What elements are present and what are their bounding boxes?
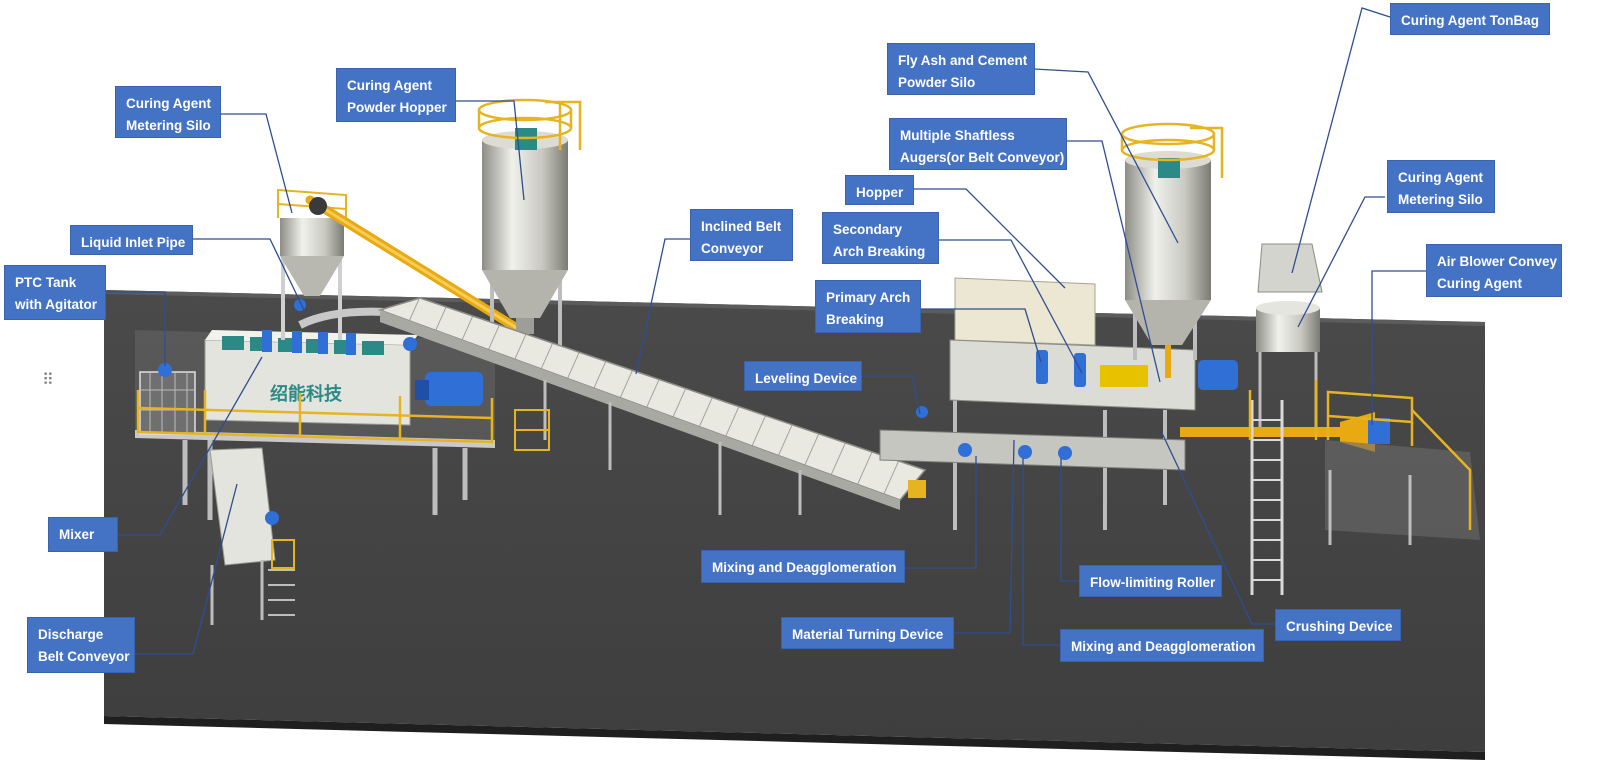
mixer-platform: 绍能科技	[135, 330, 495, 520]
right-stairs-platform	[1248, 380, 1480, 595]
leader-lines	[98, 7, 1427, 655]
drag-handle-icon[interactable]: ⠿	[42, 370, 54, 389]
label-secondary-arch-breaking: Secondary Arch Breaking	[822, 212, 939, 264]
label-air-blower-convey: Air Blower Convey Curing Agent	[1426, 244, 1562, 297]
label-curing-agent-powder-hopper: Curing Agent Powder Hopper	[336, 68, 456, 122]
label-fly-ash-silo: Fly Ash and Cement Powder Silo	[887, 43, 1035, 95]
fly-ash-cement-silo	[1120, 122, 1224, 378]
tonbag-station	[1256, 243, 1323, 430]
label-primary-arch-breaking: Primary Arch Breaking	[815, 280, 921, 333]
label-curing-agent-metering-silo-left: Curing Agent Metering Silo	[115, 86, 221, 138]
label-leveling-device: Leveling Device	[744, 361, 862, 391]
discharge-belt-conveyor	[209, 447, 295, 625]
logo-cn: 绍能科技	[270, 383, 343, 404]
label-ptc-tank: PTC Tank with Agitator	[4, 265, 106, 320]
yellow-screw-conveyor	[305, 195, 525, 335]
label-crushing-device: Crushing Device	[1275, 609, 1401, 641]
main-treatment-unit	[879, 277, 1238, 530]
curing-agent-powder-hopper	[477, 98, 582, 350]
air-convey-pipe	[1180, 412, 1390, 452]
label-flow-limiting-roller: Flow-limiting Roller	[1079, 565, 1222, 597]
label-shaftless-augers: Multiple Shaftless Augers(or Belt Convey…	[889, 118, 1067, 170]
label-mixer: Mixer	[48, 517, 118, 552]
label-discharge-belt-conveyor: Discharge Belt Conveyor	[27, 617, 135, 673]
label-mixing-deagglomeration-1: Mixing and Deagglomeration	[701, 550, 905, 583]
label-material-turning-device: Material Turning Device	[781, 617, 954, 649]
label-curing-agent-metering-silo-right: Curing Agent Metering Silo	[1387, 160, 1495, 213]
access-stairs-mid	[514, 409, 550, 451]
label-hopper: Hopper	[845, 175, 914, 205]
label-liquid-inlet-pipe: Liquid Inlet Pipe	[70, 225, 193, 255]
label-mixing-deagglomeration-2: Mixing and Deagglomeration	[1060, 629, 1264, 662]
label-inclined-belt-conveyor: Inclined Belt Conveyor	[690, 209, 793, 261]
label-curing-agent-tonbag: Curing Agent TonBag	[1390, 3, 1550, 35]
